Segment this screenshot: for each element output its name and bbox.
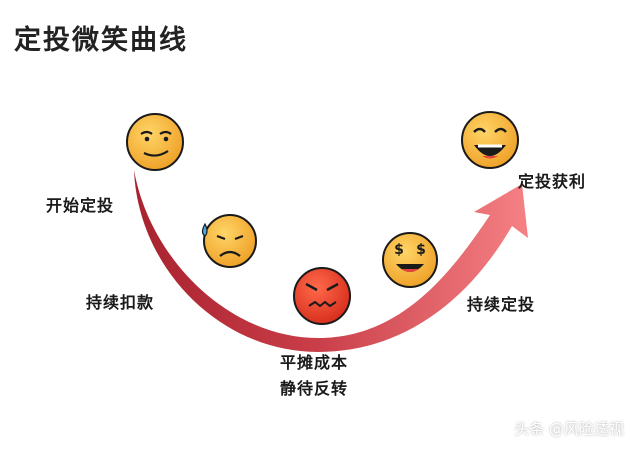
diagram-title: 定投微笑曲线 (14, 25, 188, 56)
label-average-line1: 平摊成本 (280, 353, 349, 372)
svg-text:$: $ (416, 242, 426, 258)
angry-face-icon (293, 267, 351, 325)
label-start: 开始定投 (46, 196, 115, 215)
grinning-face-icon (461, 111, 519, 169)
label-continue-buy: 持续扣款 (86, 293, 155, 312)
money-eyes-face-icon: $ $ (382, 232, 438, 288)
smile-curve (134, 170, 528, 352)
watermark: 头条 @风险透视 (514, 420, 624, 438)
label-profit: 定投获利 (518, 172, 587, 191)
svg-text:$: $ (394, 242, 404, 258)
worried-face-icon (201, 214, 257, 268)
label-average-cost: 平摊成本 静待反转 (280, 350, 348, 402)
label-continue-invest: 持续定投 (467, 295, 536, 314)
smirk-face-icon (126, 113, 184, 171)
label-average-line2: 静待反转 (280, 379, 349, 398)
